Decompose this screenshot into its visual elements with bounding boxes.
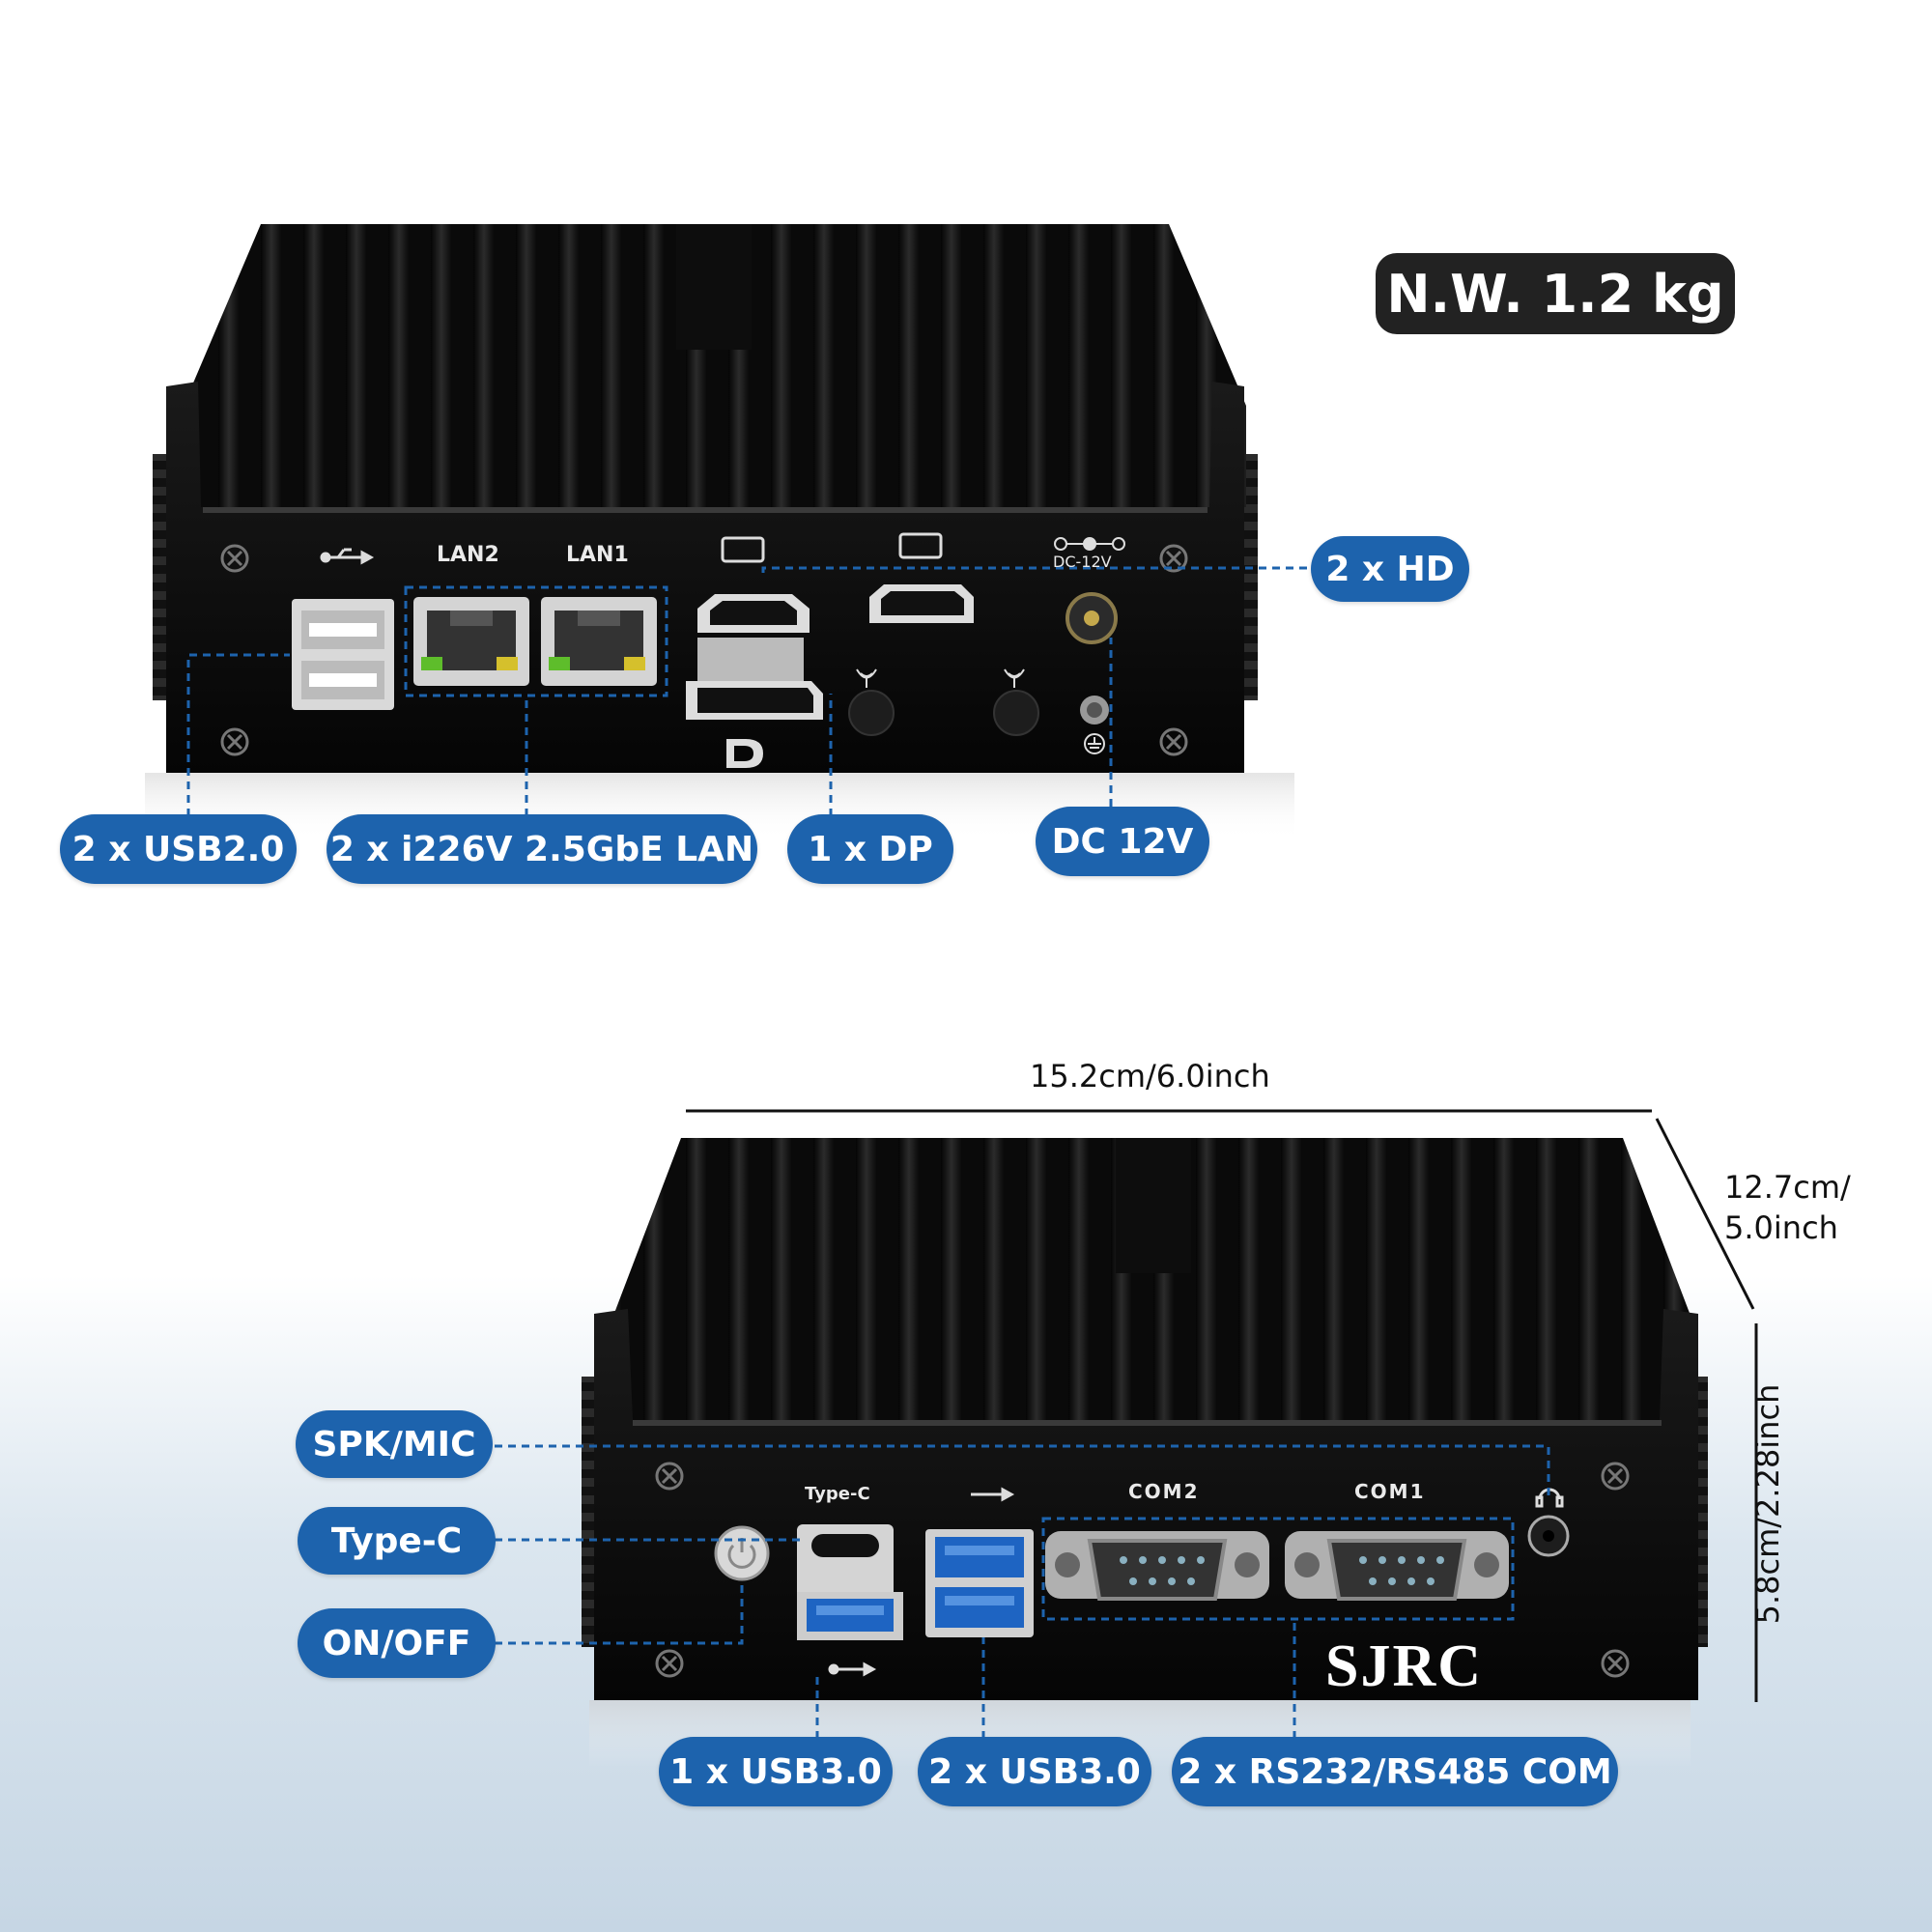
callout-typec: Type-C <box>298 1507 496 1575</box>
callout-on-off: ON/OFF <box>298 1608 496 1678</box>
dp-icon <box>726 739 763 768</box>
dimension-lines <box>686 1109 1758 1702</box>
callout-spk-mic: SPK/MIC <box>296 1410 493 1478</box>
usb-icon <box>320 548 375 565</box>
screw-icon <box>220 544 1188 756</box>
dimension-height: 5.8cm/2.28inch <box>1749 1383 1786 1625</box>
lan2-label: LAN2 <box>437 543 499 567</box>
callout-dp: 1 x DP <box>787 814 953 884</box>
typec-label: Type-C <box>805 1484 870 1504</box>
hd-icon <box>721 532 943 563</box>
callout-usb3-double: 2 x USB3.0 <box>918 1737 1151 1806</box>
usb3-ports <box>925 1529 1034 1637</box>
callout-com: 2 x RS232/RS485 COM <box>1172 1737 1618 1806</box>
usb-icon <box>828 1662 877 1677</box>
com-ports <box>1045 1531 1509 1601</box>
net-weight-badge: N.W. 1.2 kg <box>1376 253 1735 334</box>
front-device <box>145 224 1294 840</box>
dimension-depth-line2: 5.0inch <box>1724 1209 1838 1246</box>
callout-usb3-single: 1 x USB3.0 <box>659 1737 893 1806</box>
callout-usb2: 2 x USB2.0 <box>60 814 297 884</box>
dimension-width: 15.2cm/6.0inch <box>1030 1058 1270 1094</box>
lan1-label: LAN1 <box>566 543 629 567</box>
leader-lines <box>186 566 1550 1739</box>
dimension-depth-line1: 12.7cm/ <box>1724 1169 1851 1206</box>
brand-logo: SJRC <box>1325 1634 1484 1699</box>
lan-ports <box>413 597 657 686</box>
dc-label: DC-12V <box>1053 553 1112 571</box>
video-ports-stack <box>686 594 823 720</box>
rear-device <box>582 1138 1708 1768</box>
usb-ss-icon <box>971 1487 1015 1502</box>
com1-label: COM1 <box>1354 1480 1426 1503</box>
ground-icon <box>1084 733 1105 754</box>
usb2-ports <box>292 599 394 710</box>
power-icon <box>714 1525 770 1581</box>
callout-hd: 2 x HD <box>1311 536 1469 602</box>
dc-polarity-icon <box>1054 537 1125 551</box>
com2-label: COM2 <box>1128 1480 1200 1503</box>
callout-dc: DC 12V <box>1036 807 1209 876</box>
callout-lan: 2 x i226V 2.5GbE LAN <box>327 814 757 884</box>
antenna-icon <box>856 668 1025 688</box>
hdmi-port-2 <box>869 584 974 623</box>
typec-usb3-stack <box>797 1524 903 1640</box>
